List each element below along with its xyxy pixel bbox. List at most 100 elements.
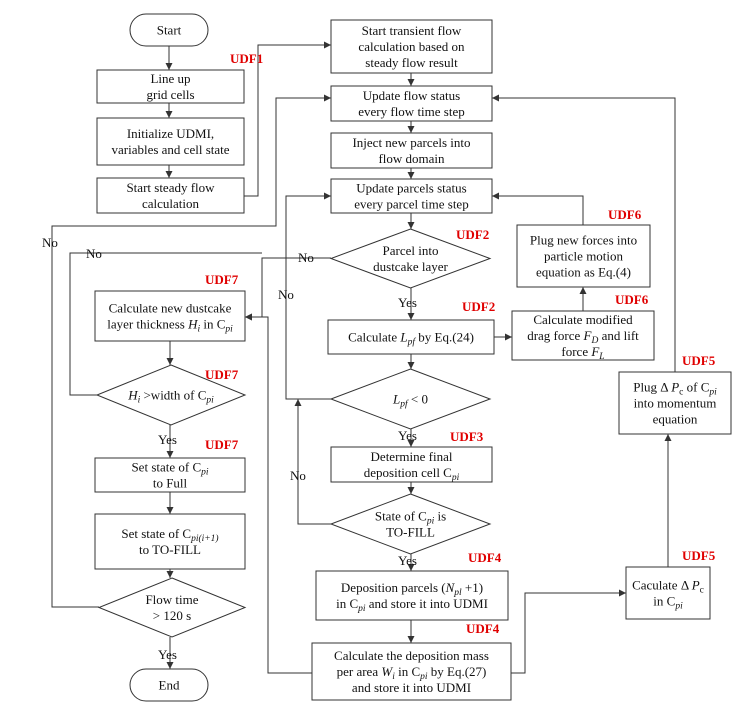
udf-label-udf7a: UDF7 (205, 272, 239, 287)
text-run: every parcel time step (354, 197, 468, 212)
branch-label-no4: No (278, 287, 294, 302)
process-box (330, 178, 493, 214)
node-text-line: Calculate new dustcake (109, 301, 232, 316)
text-run: TO-FILL (386, 525, 435, 540)
node-text-line: every parcel time step (354, 197, 468, 212)
process-box (94, 513, 246, 570)
text-run: i (197, 325, 200, 335)
udf-label-udf7b: UDF7 (205, 367, 239, 382)
node-text-line: deposition cell Cpi (364, 465, 460, 483)
text-run: pi (426, 517, 435, 527)
text-run: in C (395, 664, 420, 679)
process-box (327, 319, 495, 355)
node-text-line: Set state of Cpi (131, 460, 208, 478)
process-box (96, 117, 245, 166)
text-run: variables and cell state (111, 142, 229, 157)
text-run: in C (336, 596, 358, 611)
text-run: L (392, 392, 400, 407)
text-run: Line up (150, 71, 190, 86)
text-run: H (127, 388, 138, 403)
text-run: Start steady flow (126, 180, 215, 195)
text-run: layer thickness (107, 317, 188, 332)
text-run: Set state of C (131, 460, 201, 475)
node-set_tofill: Set state of Cpi(i+1)to TO-FILL (94, 513, 246, 570)
udf-label-udf6a: UDF6 (608, 207, 642, 222)
branch-label-yes1: Yes (398, 295, 417, 310)
node-text-line: Line up (150, 71, 190, 86)
text-run: > 120 s (153, 608, 191, 623)
udf-label-udf1: UDF1 (230, 51, 263, 66)
text-run: P (691, 578, 700, 593)
node-text-line: per area Wi in Cpi by Eq.(27) (337, 664, 487, 682)
text-run: to TO-FILL (139, 542, 201, 557)
text-run: Caculate Δ (632, 578, 692, 593)
node-text-line: equation as Eq.(4) (536, 265, 631, 280)
branch-label-yes3: Yes (398, 553, 417, 568)
connector-hiwidth-no-loop (69, 252, 262, 396)
text-run: P (670, 380, 679, 395)
node-lpf_check: Lpf < 0 (329, 368, 492, 430)
process-box (330, 19, 493, 74)
text-run: N (445, 580, 456, 595)
decision-diamond (329, 368, 492, 430)
node-text-line: TO-FILL (386, 525, 435, 540)
text-run: and store it into UDMI (366, 596, 488, 611)
text-run: Inject new parcels into (352, 135, 470, 150)
text-run: pl (453, 588, 462, 598)
process-box (516, 224, 651, 288)
text-run: by Eq.(24) (415, 330, 474, 345)
text-run: pi (674, 602, 683, 612)
label-group: UDF1UDF2UDF2UDF3UDF4UDF4UDF5UDF5UDF6UDF6… (42, 51, 716, 662)
text-run: D (590, 336, 598, 346)
node-hi_width: Hi >width of Cpi (95, 364, 247, 426)
connector-group (51, 41, 676, 674)
node-text-line: Caculate Δ Pc (632, 578, 704, 596)
branch-label-yes4: Yes (158, 432, 177, 447)
node-text-line: variables and cell state (111, 142, 229, 157)
text-run: H (187, 317, 198, 332)
process-box (511, 310, 655, 361)
branch-label-no3: No (298, 250, 314, 265)
process-box (315, 570, 509, 621)
text-run: Initialize UDMI, (127, 126, 214, 141)
text-run: of C (683, 380, 709, 395)
text-run: pi (224, 325, 233, 335)
decision-diamond (97, 577, 247, 638)
text-run: F (590, 344, 600, 359)
decision-diamond (95, 364, 247, 426)
udf-label-udf4b: UDF4 (466, 621, 500, 636)
udf-label-udf7c: UDF7 (205, 437, 239, 452)
text-run: dustcake layer (373, 259, 448, 274)
node-text-line: Start steady flow (126, 180, 215, 195)
node-text-line: steady flow result (365, 55, 458, 70)
node-text-line: to TO-FILL (139, 542, 201, 557)
text-run: Set state of C (121, 526, 191, 541)
node-text-line: equation (653, 412, 698, 427)
text-run: Deposition parcels ( (341, 580, 446, 595)
node-text-line: Plug Δ Pc of Cpi (633, 380, 717, 398)
node-text-line: into momentum (634, 396, 717, 411)
node-text-line: Update flow status (363, 88, 460, 103)
text-run: Calculate the deposition mass (334, 648, 489, 663)
node-text-line: Inject new parcels into (352, 135, 470, 150)
node-text-line: Start transient flow (362, 23, 462, 38)
node-text-line: to Full (153, 476, 188, 491)
branch-label-no5: No (290, 468, 306, 483)
node-text-line: Set state of Cpi(i+1) (121, 526, 218, 544)
text-run: calculation based on (358, 39, 465, 54)
process-box (330, 446, 493, 483)
text-run: Parcel into (383, 243, 439, 258)
text-run: drag force (527, 328, 583, 343)
node-text-line: Initialize UDMI, (127, 126, 214, 141)
text-run: flow domain (378, 151, 445, 166)
node-calc_lpf: Calculate Lpf by Eq.(24) (327, 319, 495, 355)
text-run: >width of C (140, 388, 206, 403)
